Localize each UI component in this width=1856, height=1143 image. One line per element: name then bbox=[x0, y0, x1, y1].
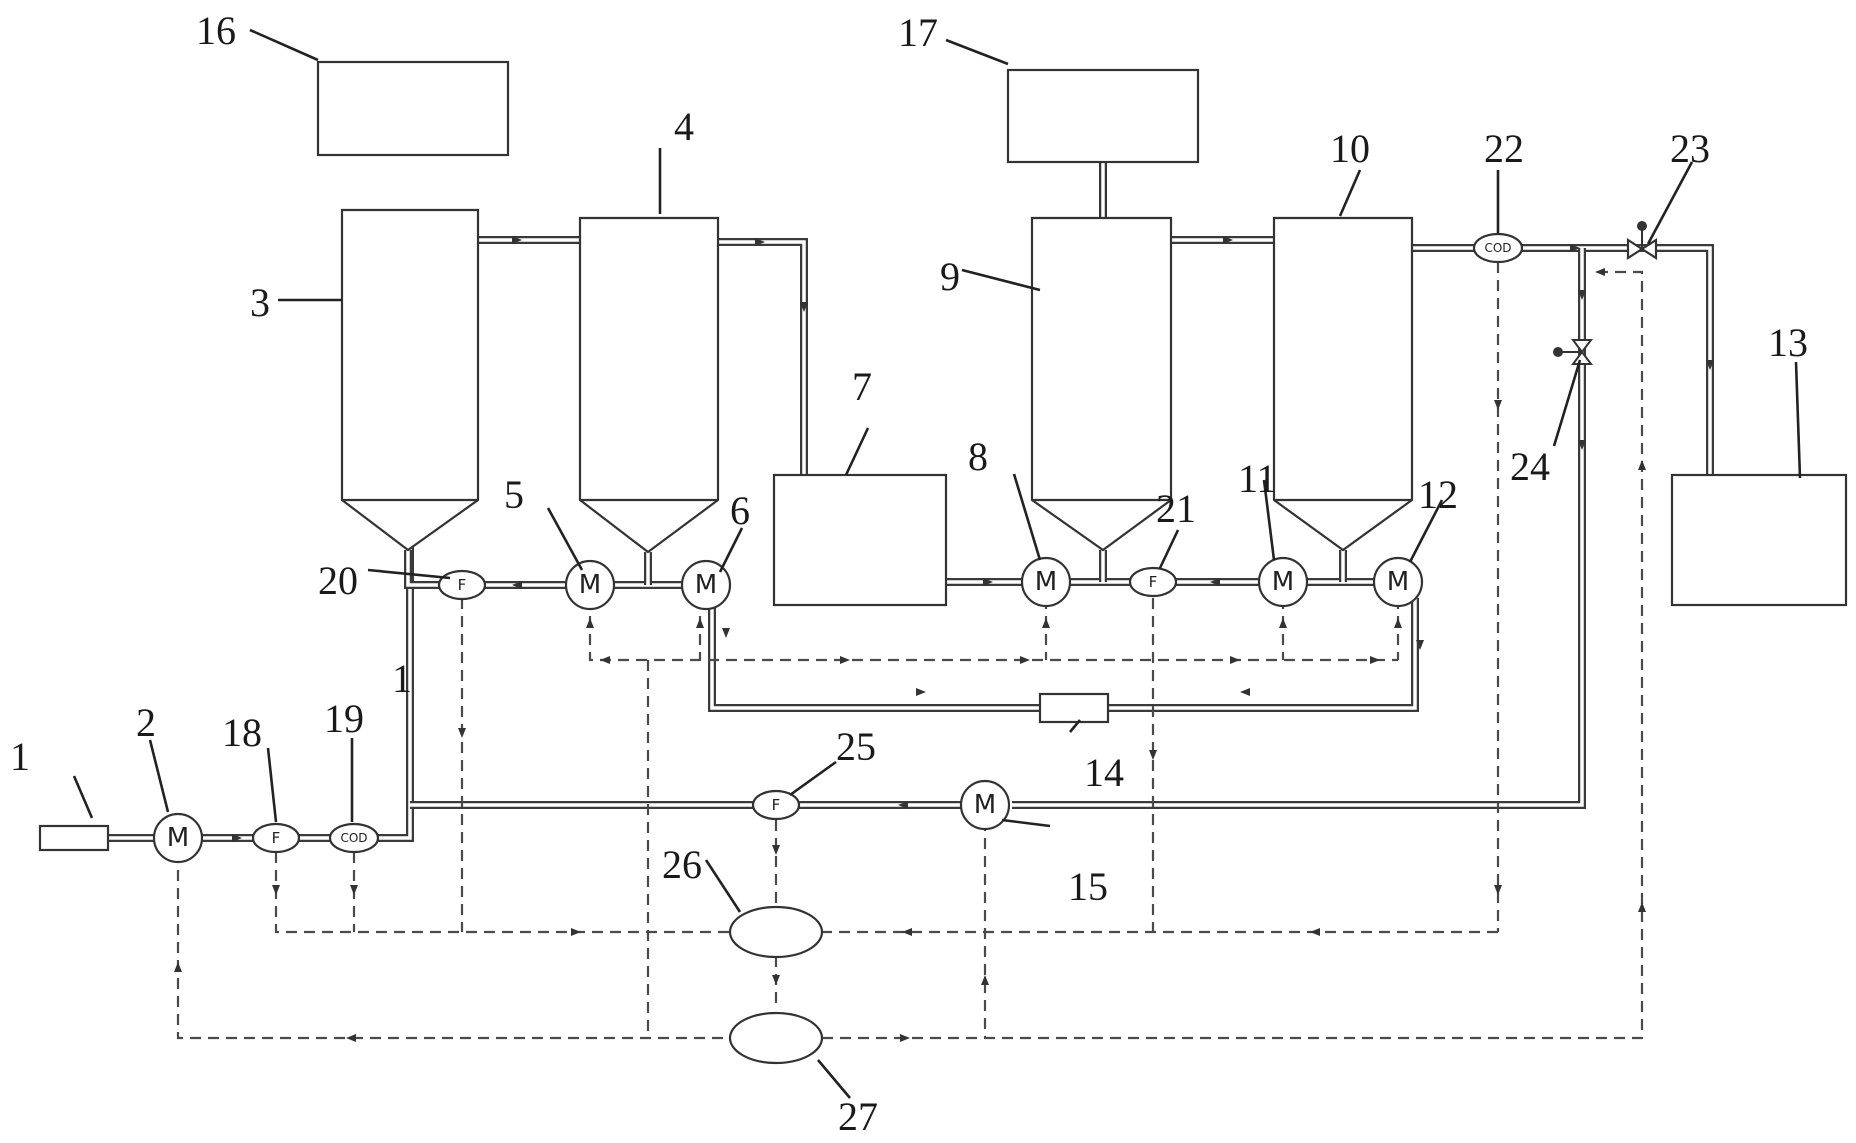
pipe-loop-14 bbox=[708, 598, 1419, 712]
label-9: 9 bbox=[940, 254, 960, 299]
cod-meters: COD COD bbox=[328, 232, 1524, 854]
flow-meters: F F F F bbox=[251, 566, 1178, 854]
tank-7 bbox=[772, 473, 948, 607]
label-27: 27 bbox=[838, 1094, 878, 1139]
valve-24 bbox=[1553, 339, 1593, 365]
cod-meter-19 bbox=[328, 822, 380, 854]
reactor-tank-3 bbox=[340, 208, 480, 552]
svg-text:F: F bbox=[272, 829, 281, 847]
label-2: 2 bbox=[136, 700, 156, 745]
label-11: 11 bbox=[1238, 456, 1277, 501]
label-7: 7 bbox=[852, 364, 872, 409]
pipe-inlet bbox=[108, 546, 414, 842]
component-14 bbox=[1038, 692, 1110, 724]
pump-5 bbox=[564, 559, 616, 611]
svg-text:M: M bbox=[1035, 567, 1057, 597]
label-12: 12 bbox=[1418, 472, 1458, 517]
svg-text:COD: COD bbox=[1484, 241, 1511, 255]
label-22: 22 bbox=[1484, 126, 1524, 171]
label-1: 1 bbox=[10, 734, 30, 779]
svg-text:M: M bbox=[167, 823, 189, 853]
svg-text:M: M bbox=[579, 570, 601, 600]
flow-meter-25 bbox=[751, 789, 801, 821]
label-line-1: 1 bbox=[392, 656, 412, 701]
label-26: 26 bbox=[662, 842, 702, 887]
svg-text:M: M bbox=[695, 570, 717, 600]
label-13: 13 bbox=[1768, 320, 1808, 365]
label-15: 15 bbox=[1068, 864, 1108, 909]
pipe-tank10-tank13 bbox=[1412, 244, 1714, 475]
label-3: 3 bbox=[250, 280, 270, 325]
inlet-device-1 bbox=[38, 824, 110, 852]
reactor-tank-4 bbox=[578, 216, 720, 554]
label-4: 4 bbox=[674, 104, 694, 149]
svg-text:M: M bbox=[974, 790, 996, 820]
pumps: M M M M M M M bbox=[152, 556, 1424, 864]
pump-8 bbox=[1020, 556, 1072, 608]
svg-text:F: F bbox=[1149, 573, 1158, 591]
label-14: 14 bbox=[1084, 750, 1124, 795]
pipe-tank4-tank7 bbox=[718, 238, 808, 475]
label-20: 20 bbox=[318, 558, 358, 603]
controller-26 bbox=[728, 905, 824, 959]
tank-16 bbox=[316, 60, 510, 157]
svg-text:M: M bbox=[1387, 567, 1409, 597]
signal-lines bbox=[176, 262, 1644, 1040]
controller-27 bbox=[728, 1011, 824, 1065]
pump-12 bbox=[1372, 556, 1424, 608]
label-16: 16 bbox=[196, 8, 236, 53]
pump-6 bbox=[680, 559, 732, 611]
svg-text:M: M bbox=[1272, 567, 1294, 597]
label-24: 24 bbox=[1510, 444, 1550, 489]
flow-meter-18 bbox=[251, 822, 301, 854]
label-19: 19 bbox=[324, 696, 364, 741]
flow-arrows bbox=[174, 236, 1714, 1042]
pump-11 bbox=[1257, 556, 1309, 608]
tank-17 bbox=[1006, 68, 1200, 164]
label-6: 6 bbox=[730, 488, 750, 533]
tank-13 bbox=[1670, 473, 1848, 607]
label-23: 23 bbox=[1670, 126, 1710, 171]
label-18: 18 bbox=[222, 710, 262, 755]
svg-text:COD: COD bbox=[340, 831, 367, 845]
pump-15 bbox=[959, 779, 1011, 831]
svg-text:F: F bbox=[458, 576, 467, 594]
label-8: 8 bbox=[968, 434, 988, 479]
reactor-tank-9 bbox=[1030, 216, 1173, 552]
label-25: 25 bbox=[836, 724, 876, 769]
label-17: 17 bbox=[898, 10, 938, 55]
flow-meter-20 bbox=[437, 569, 487, 601]
flow-meter-21 bbox=[1128, 566, 1178, 598]
svg-text:F: F bbox=[772, 796, 781, 814]
reactor-tank-10 bbox=[1272, 216, 1414, 552]
label-10: 10 bbox=[1330, 126, 1370, 171]
label-21: 21 bbox=[1156, 486, 1196, 531]
number-labels: 1 2 18 19 16 3 4 5 6 7 8 9 17 10 22 23 2… bbox=[10, 8, 1808, 1139]
pump-2 bbox=[152, 812, 204, 864]
leader-lines bbox=[72, 28, 1802, 1099]
label-5: 5 bbox=[504, 472, 524, 517]
